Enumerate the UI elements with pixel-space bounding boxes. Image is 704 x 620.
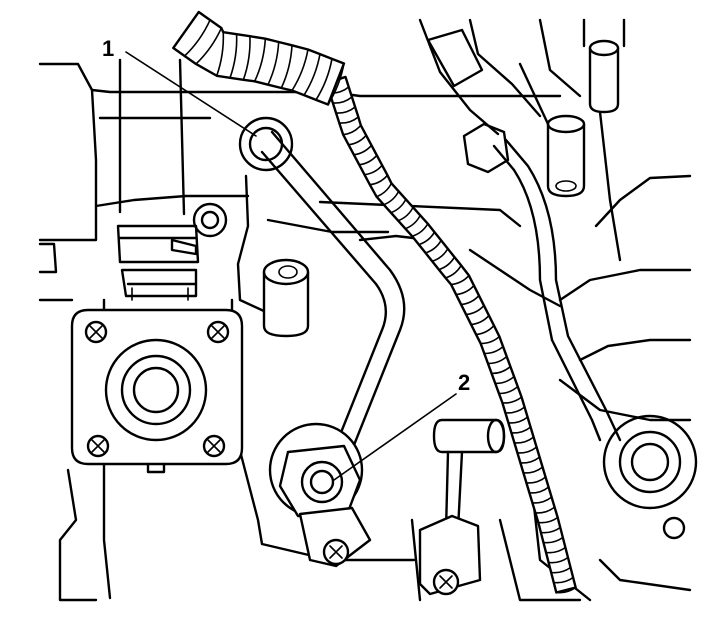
conduit-rib: [353, 144, 373, 156]
conduit-rib: [487, 355, 508, 365]
conduit-rib: [342, 124, 362, 136]
conduit-rib: [450, 274, 470, 286]
conduit-rib: [498, 385, 519, 395]
conduit-rib: [534, 506, 556, 514]
harness-rib: [280, 44, 293, 89]
conduit-rib: [494, 375, 515, 385]
conduit-rib: [479, 335, 501, 345]
harness-rib: [215, 31, 225, 77]
harness-rib: [315, 58, 333, 101]
conduit-rib: [347, 134, 367, 146]
conduit-rib: [542, 536, 564, 544]
conduit-rib: [465, 304, 485, 316]
callout-1: 1: [102, 36, 257, 137]
harness-rib: [242, 35, 251, 81]
conduit-rib: [424, 239, 442, 254]
conduit-rib: [501, 396, 523, 404]
conduit-rib: [547, 556, 569, 564]
harness-rib: [183, 19, 211, 57]
vacuum-fittings: [418, 18, 626, 262]
conduit-rib: [363, 164, 383, 176]
boss-lower-right: [602, 414, 698, 540]
harness-rib: [229, 33, 238, 79]
conduit-rib: [540, 526, 562, 534]
harness-rib: [253, 37, 267, 83]
conduit-rib: [375, 182, 393, 198]
conduit-rib: [332, 96, 353, 104]
conduit-rib: [490, 365, 512, 375]
callout-2: 2: [333, 370, 470, 481]
conduit-rib: [382, 190, 400, 206]
harness-rib: [303, 53, 321, 96]
conduit-rib: [550, 566, 572, 574]
conduit-rib: [552, 576, 574, 584]
right-tube: [462, 122, 622, 442]
conduit-rib: [369, 174, 389, 186]
conduit-rib: [460, 294, 480, 306]
conduit-rib: [397, 206, 414, 222]
conduit-rib: [444, 264, 462, 279]
conduit-rib: [470, 314, 490, 326]
conduit-rib: [516, 446, 538, 454]
conduit-rib: [519, 456, 541, 464]
conduit-rib: [335, 106, 356, 114]
flange-plate: [70, 308, 244, 474]
conduit-rib: [510, 426, 532, 434]
threaded-stud: [262, 258, 310, 338]
callout-1-label: 1: [102, 36, 114, 61]
mount-bolt-left: [38, 202, 228, 274]
conduit-rib: [545, 546, 567, 554]
conduit-rib: [525, 476, 547, 484]
conduit-rib: [555, 586, 577, 594]
harness-rib: [267, 41, 280, 86]
coolant-hose: [116, 58, 200, 301]
lower-fitting: [268, 422, 372, 568]
conduit-rib: [504, 406, 526, 414]
conduit-rib: [411, 222, 429, 238]
conduit-rib: [438, 256, 456, 271]
conduit-rib: [338, 116, 360, 124]
wire-harness-top: [172, 10, 346, 106]
conduit-rib: [483, 345, 504, 355]
link-rod: [418, 418, 506, 596]
harness-rib: [291, 48, 309, 92]
conduit-rib: [431, 247, 449, 263]
callout-2-label: 2: [458, 370, 470, 395]
conduit-rib: [455, 284, 475, 296]
conduit-rib: [537, 516, 559, 524]
conduit-rib: [390, 198, 407, 214]
conduit-rib: [528, 486, 550, 494]
wire-conduit: [325, 75, 577, 594]
conduit-rib: [358, 154, 378, 166]
conduit-rib: [404, 214, 422, 230]
conduit-rib: [475, 324, 495, 336]
harness-rib: [327, 62, 345, 106]
harness-rib: [195, 27, 223, 65]
conduit-rib: [522, 466, 544, 474]
conduit-rib: [418, 231, 436, 246]
conduit-rib: [507, 416, 529, 424]
conduit-rib: [531, 496, 553, 504]
metal-tube: [260, 130, 406, 482]
upper-fitting: [238, 116, 294, 172]
conduit-rib: [513, 436, 535, 444]
